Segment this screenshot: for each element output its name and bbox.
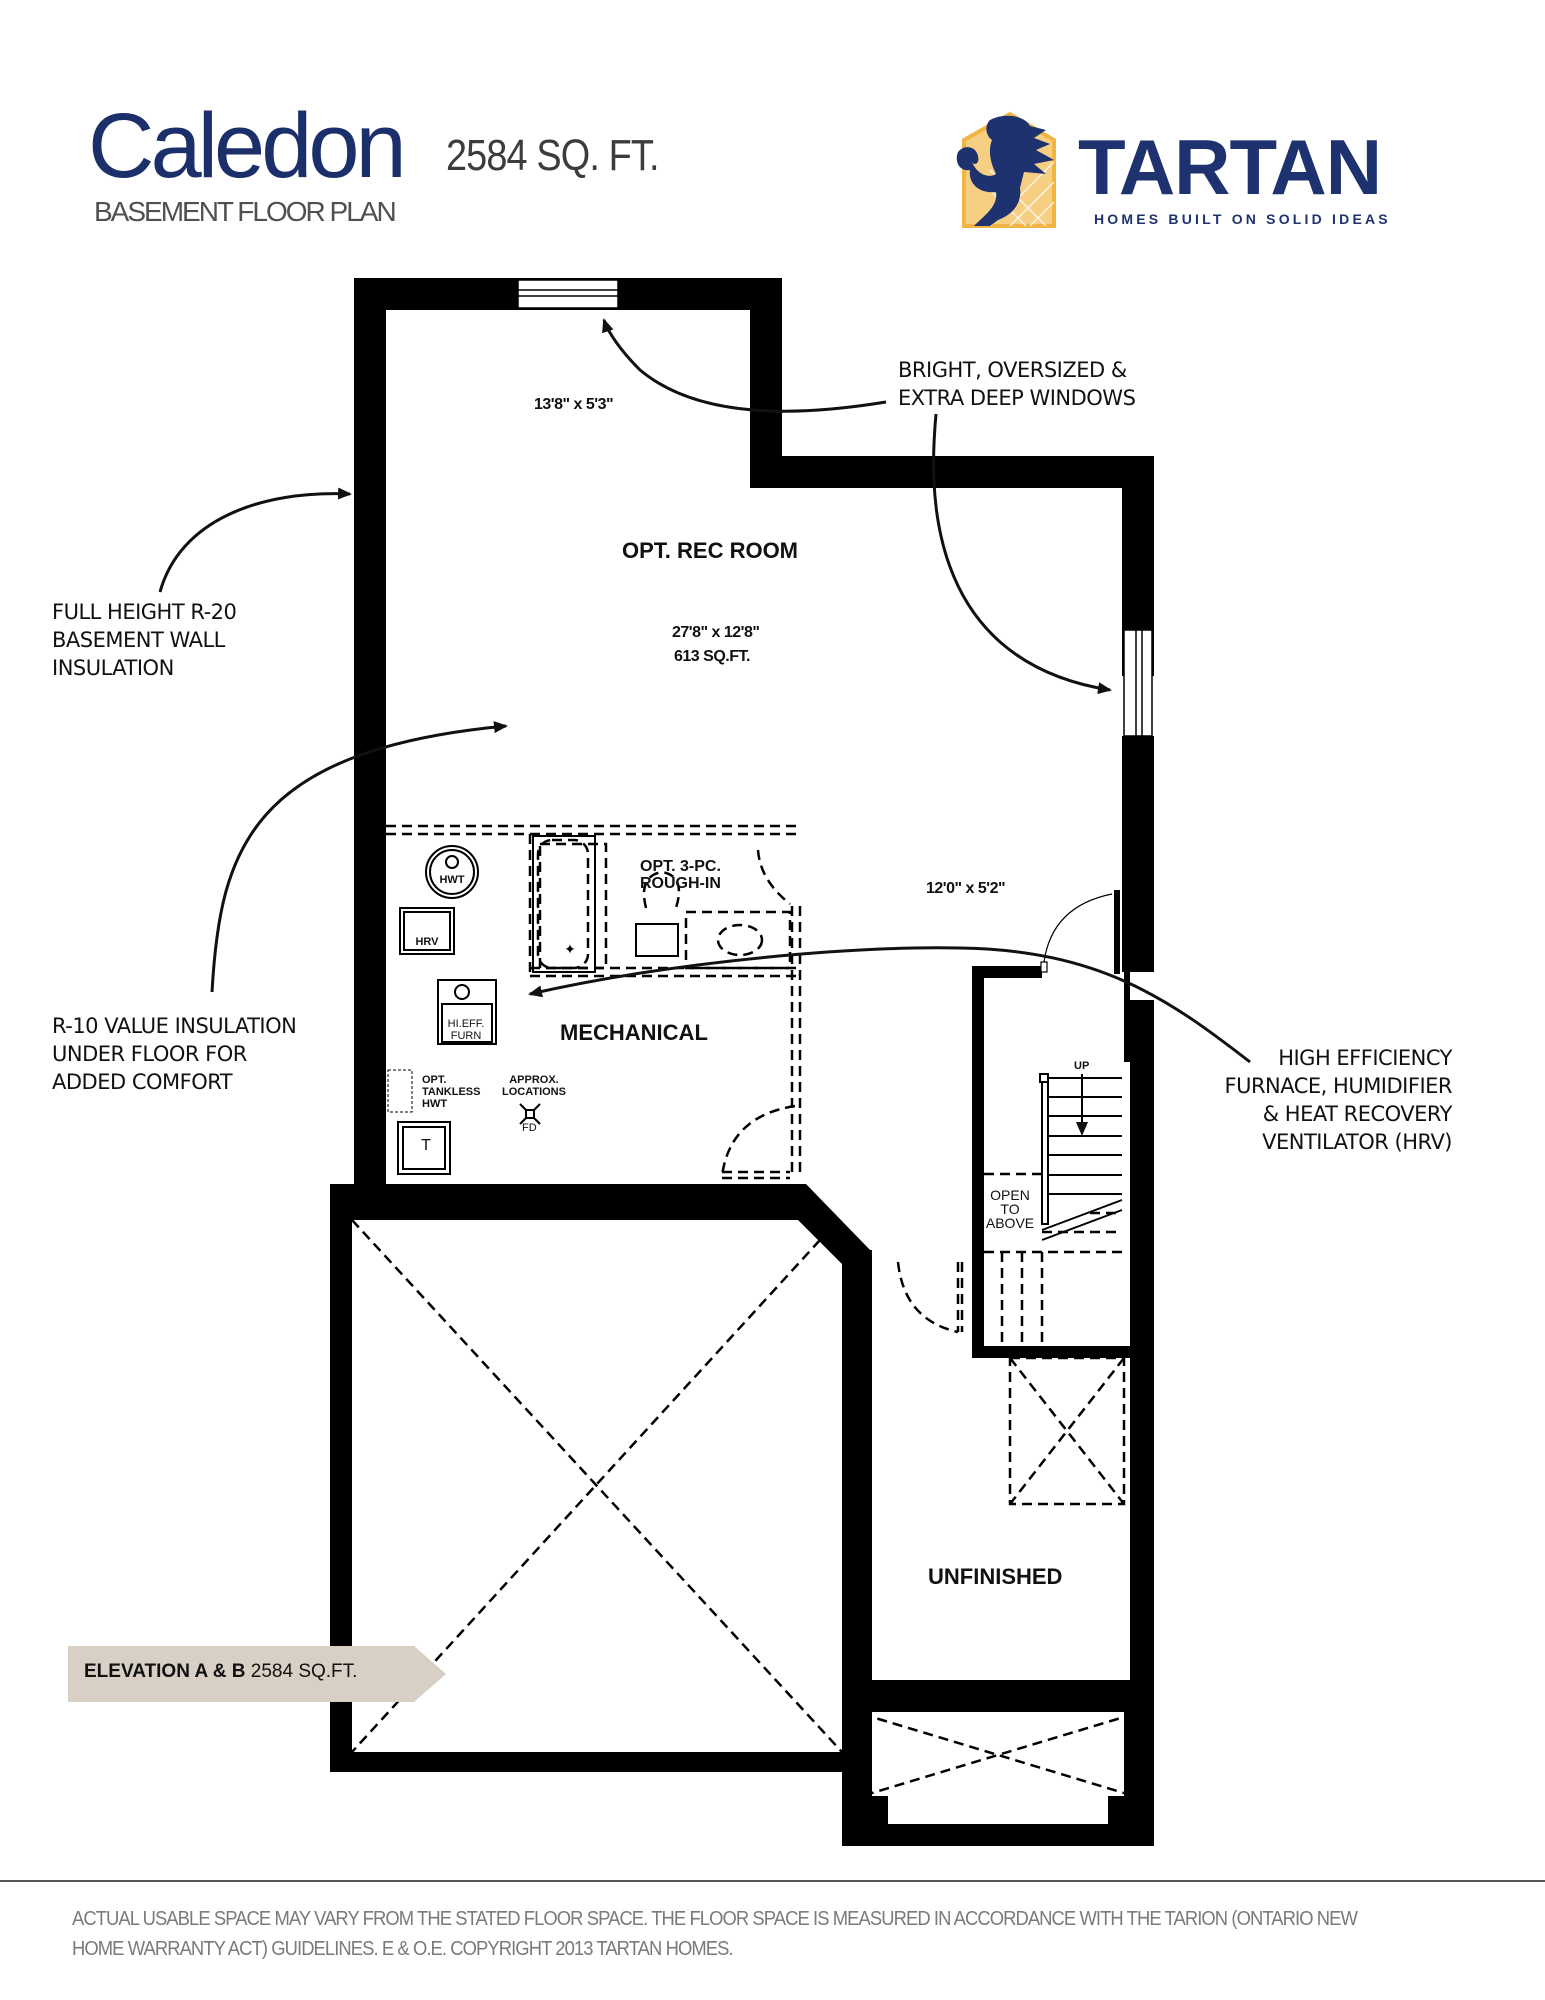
footer-disclaimer: ACTUAL USABLE SPACE MAY VARY FROM THE ST… xyxy=(72,1908,1358,1960)
window-top xyxy=(517,279,619,309)
elevation-tag-shape xyxy=(68,1646,446,1702)
callout-windows: BRIGHT, OVERSIZED &EXTRA DEEP WINDOWS xyxy=(898,358,1136,410)
t-box-label: T xyxy=(421,1137,431,1154)
approx-locations-label: APPROX.LOCATIONS xyxy=(502,1074,566,1098)
brand-wordmark: TARTAN xyxy=(1078,123,1382,211)
window-right xyxy=(1123,629,1153,737)
brand-tagline: HOMES BUILT ON SOLID IDEAS xyxy=(1094,211,1391,227)
callout-arrows xyxy=(158,318,1251,1064)
elevation-tag-sqft: 2584 SQ.FT. xyxy=(250,1661,358,1682)
stairs xyxy=(1039,1073,1123,1241)
elevation-tag-bold: ELEVATION A & B xyxy=(84,1661,246,1682)
tartan-logo xyxy=(950,110,1070,228)
bathroom-label: OPT. 3-PC. ROUGH-IN xyxy=(640,858,721,892)
rec-room-area: 613 SQ.FT. xyxy=(674,648,750,665)
model-sqft: 2584 SQ. FT. xyxy=(446,131,659,180)
model-name: Caledon xyxy=(88,95,407,197)
mechanical-label: MECHANICAL xyxy=(560,1020,708,1045)
lion-rampant-icon xyxy=(956,111,1056,228)
exterior-walls xyxy=(330,278,1154,1846)
stair-up-label: UP xyxy=(1074,1060,1090,1072)
mech-equipment xyxy=(387,845,541,1175)
hrv-label: HRV xyxy=(415,936,439,948)
footer-divider xyxy=(0,1880,1545,1882)
hall-dimensions: 12'0" x 5'2" xyxy=(926,880,1006,897)
hall-door xyxy=(1040,893,1113,973)
floor-drain-label: FD xyxy=(522,1122,537,1134)
rec-room-dimensions: 27'8" x 12'8" xyxy=(672,624,760,641)
hwt-label: HWT xyxy=(439,874,465,886)
svg-text:✦: ✦ xyxy=(564,941,576,957)
unfinished-label: UNFINISHED xyxy=(928,1564,1063,1589)
rec-room-label: OPT. REC ROOM xyxy=(622,538,799,563)
alcove-dimensions: 13'8" x 5'3" xyxy=(534,396,614,413)
elevation-tag: ELEVATION A & B 2584 SQ.FT. xyxy=(84,1661,357,1683)
plan-type: BASEMENT FLOOR PLAN xyxy=(94,196,397,227)
furnace-label: HI.EFF.FURN xyxy=(447,1018,485,1042)
